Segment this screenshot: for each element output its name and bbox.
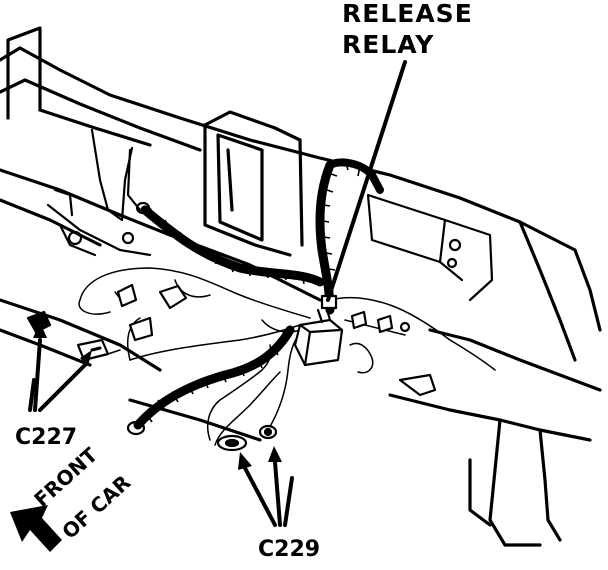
left-brackets [46, 128, 152, 257]
front-of-car-arrow-icon [10, 505, 62, 552]
c227-label: C227 [15, 425, 77, 450]
instrument-panel-structure [0, 26, 602, 547]
c229-label: C229 [258, 537, 320, 562]
right-bracket [366, 193, 494, 397]
c229-arrows [238, 446, 294, 527]
c229-connectors [216, 424, 278, 452]
c227-arrows [28, 322, 92, 412]
center-panel-block [203, 110, 304, 257]
release-relay-leader [326, 60, 407, 302]
release-relay-label-line2: RELAY [342, 30, 434, 59]
release-relay-part [293, 294, 344, 367]
release-relay-label-line1: RELEASE [342, 0, 473, 28]
connectors [116, 283, 411, 342]
